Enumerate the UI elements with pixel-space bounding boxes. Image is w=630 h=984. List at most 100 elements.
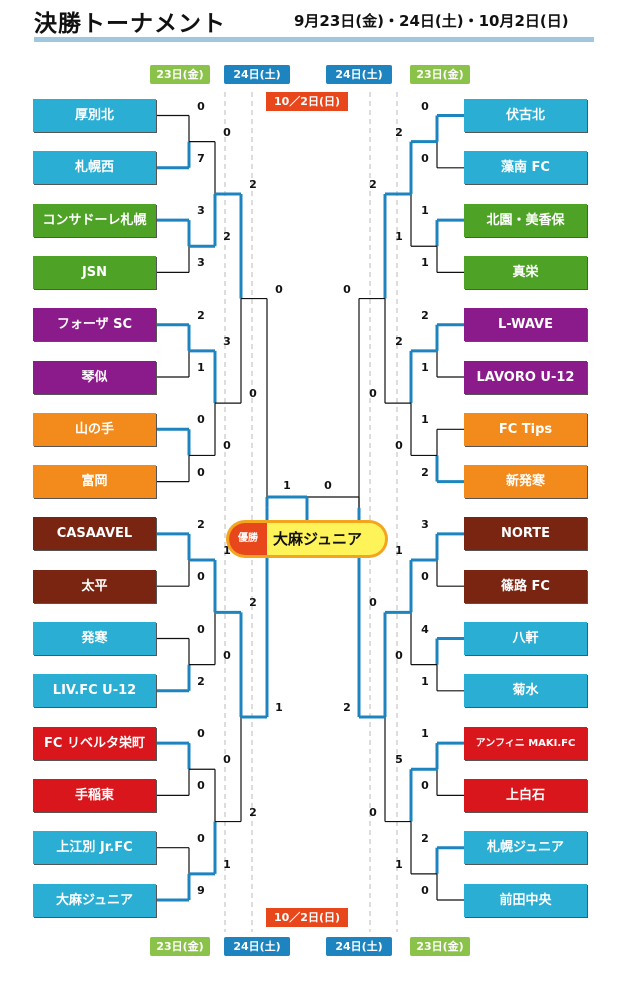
score-left-r2: 1 <box>223 857 231 871</box>
team-box-right: 藻南 FC <box>464 151 587 185</box>
champion-label: 優勝 <box>229 523 267 555</box>
score-left-r1: 0 <box>197 831 205 845</box>
team-box-right: 上白石 <box>464 778 587 812</box>
score-right-r1: 1 <box>421 674 429 688</box>
score-left-r1: 3 <box>197 204 205 218</box>
score-left-r3: 2 <box>249 596 257 610</box>
round-tag-day24-left-bottom: 24日(土) <box>224 937 290 956</box>
team-box-right: アンフィニ MAKI.FC <box>464 726 587 760</box>
score-right-r2: 0 <box>395 648 403 662</box>
score-left-r2: 3 <box>223 334 231 348</box>
score-right-r1: 1 <box>421 413 429 427</box>
round-tag-final-bottom: 10／2日(日) <box>266 908 348 927</box>
score-right-r2: 1 <box>395 230 403 244</box>
team-box-left: 厚別北 <box>33 99 156 132</box>
score-right-r1: 1 <box>421 204 429 218</box>
team-box-right: 新発寒 <box>464 465 587 499</box>
team-box-right: 伏古北 <box>464 99 587 132</box>
team-box-right: 札幌ジュニア <box>464 831 587 865</box>
round-tag-final-top: 10／2日(日) <box>266 92 348 111</box>
round-tag-day24-left-top: 24日(土) <box>224 65 290 84</box>
score-left-r1: 2 <box>197 674 205 688</box>
score-right-r3: 0 <box>369 596 377 610</box>
score-right-r3: 2 <box>369 177 377 191</box>
score-final-right: 0 <box>324 479 332 492</box>
round-tag-day23-left-top: 23日(金) <box>150 65 210 84</box>
score-right-r2: 1 <box>395 544 403 558</box>
score-left-r2: 0 <box>223 753 231 767</box>
team-box-left: 大麻ジュニア <box>33 883 156 917</box>
team-box-left: 手稲東 <box>33 778 156 812</box>
score-left-r1: 0 <box>197 779 205 793</box>
score-right-r1: 0 <box>421 151 429 165</box>
team-box-left: 琴似 <box>33 360 156 394</box>
score-left-r2: 1 <box>223 544 231 558</box>
score-left-r2: 0 <box>223 648 231 662</box>
team-box-left: JSN <box>33 255 156 289</box>
score-right-r2: 5 <box>395 753 403 767</box>
team-box-left: FC リベルタ栄町 <box>33 726 156 760</box>
score-right-r3: 0 <box>369 387 377 401</box>
team-box-right: FC Tips <box>464 412 587 446</box>
team-box-left: コンサドーレ札幌 <box>33 203 156 237</box>
score-right-r1: 3 <box>421 517 429 531</box>
team-box-right: 北園・美香保 <box>464 203 587 237</box>
team-box-left: 山の手 <box>33 412 156 446</box>
team-box-right: 菊水 <box>464 674 587 708</box>
team-box-left: 太平 <box>33 569 156 603</box>
score-right-r1: 1 <box>421 256 429 270</box>
score-left-r2: 0 <box>223 125 231 139</box>
score-right-r3: 0 <box>369 805 377 819</box>
team-box-left: 上江別 Jr.FC <box>33 831 156 865</box>
team-box-right: LAVORO U-12 <box>464 360 587 394</box>
page-title: 決勝トーナメント <box>34 11 226 37</box>
score-right-r4: 0 <box>343 282 351 296</box>
champion-name: 大麻ジュニア <box>273 530 362 548</box>
title-underline <box>34 37 594 42</box>
score-right-r1: 0 <box>421 99 429 113</box>
round-tag-day23-right-bottom: 23日(金) <box>410 937 470 956</box>
score-right-r1: 0 <box>421 779 429 793</box>
score-left-r1: 0 <box>197 465 205 479</box>
score-left-r4: 1 <box>275 700 283 714</box>
score-left-r3: 2 <box>249 805 257 819</box>
team-box-left: 札幌西 <box>33 151 156 185</box>
champion-badge: 優勝 大麻ジュニア <box>226 520 388 558</box>
score-left-r1: 0 <box>197 99 205 113</box>
score-right-r1: 4 <box>421 622 429 636</box>
score-right-r4: 2 <box>343 700 351 714</box>
round-tag-day23-right-top: 23日(金) <box>410 65 470 84</box>
score-right-r1: 0 <box>421 570 429 584</box>
team-box-left: 富岡 <box>33 465 156 499</box>
team-box-left: フォーザ SC <box>33 308 156 342</box>
team-box-left: CASAAVEL <box>33 517 156 551</box>
score-right-r2: 2 <box>395 125 403 139</box>
team-box-right: NORTE <box>464 517 587 551</box>
round-tag-day24-right-top: 24日(土) <box>326 65 392 84</box>
round-tag-day24-right-bottom: 24日(土) <box>326 937 392 956</box>
score-left-r1: 0 <box>197 413 205 427</box>
score-right-r1: 2 <box>421 831 429 845</box>
score-left-r1: 2 <box>197 517 205 531</box>
round-tag-day23-left-bottom: 23日(金) <box>150 937 210 956</box>
score-right-r1: 0 <box>421 884 429 897</box>
team-box-right: 八軒 <box>464 622 587 655</box>
score-right-r1: 1 <box>421 727 429 741</box>
score-final-left: 1 <box>283 479 291 492</box>
tournament-dates: 9月23日(金)・24日(土)・10月2日(日) <box>294 12 569 30</box>
score-left-r1: 3 <box>197 256 205 270</box>
score-right-r1: 1 <box>421 361 429 374</box>
score-left-r1: 0 <box>197 727 205 741</box>
score-left-r1: 0 <box>197 570 205 584</box>
score-left-r1: 9 <box>197 884 205 897</box>
team-box-right: L-WAVE <box>464 308 587 342</box>
team-box-left: LIV.FC U-12 <box>33 674 156 708</box>
team-box-left: 発寒 <box>33 622 156 655</box>
team-box-right: 前田中央 <box>464 883 587 917</box>
score-right-r2: 1 <box>395 857 403 871</box>
score-right-r1: 2 <box>421 465 429 479</box>
score-left-r2: 0 <box>223 439 231 453</box>
score-left-r4: 0 <box>275 282 283 296</box>
score-left-r1: 0 <box>197 622 205 636</box>
